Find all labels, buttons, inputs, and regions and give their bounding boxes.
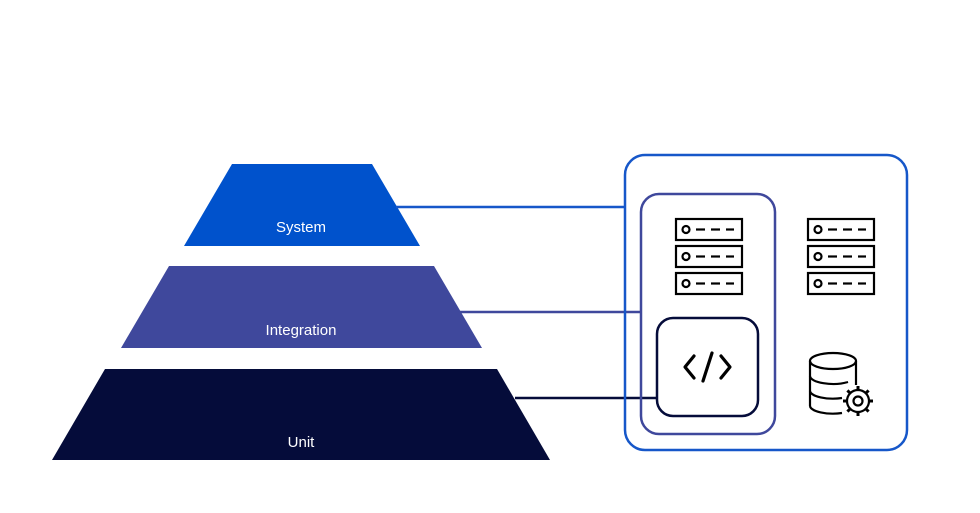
code-icon-left-bracket [683,354,696,380]
pyramid-level-system: System [184,164,420,246]
code-icon [655,316,760,418]
pyramid-level-unit-label: Unit [288,434,316,451]
pyramid-level-system-label: System [276,219,326,236]
pyramid-level-integration: Integration [121,266,482,348]
pyramid-level-unit: Unit [52,369,550,460]
integration-group-box [639,192,777,436]
pyramid: System Integration Unit [52,164,550,460]
gear-icon [843,386,873,416]
pyramid-level-system-shape [184,164,420,246]
code-icon-slash [701,351,714,383]
server-stack-icon [674,217,744,296]
database-settings-icon [808,351,873,416]
system-boundary-box [623,153,909,452]
pyramid-level-integration-shape [121,266,482,348]
pyramid-level-integration-label: Integration [266,322,337,339]
pyramid-level-unit-shape [52,369,550,460]
connectors [396,205,658,400]
server-stack-icon [806,217,876,296]
code-icon-right-bracket [719,354,732,380]
